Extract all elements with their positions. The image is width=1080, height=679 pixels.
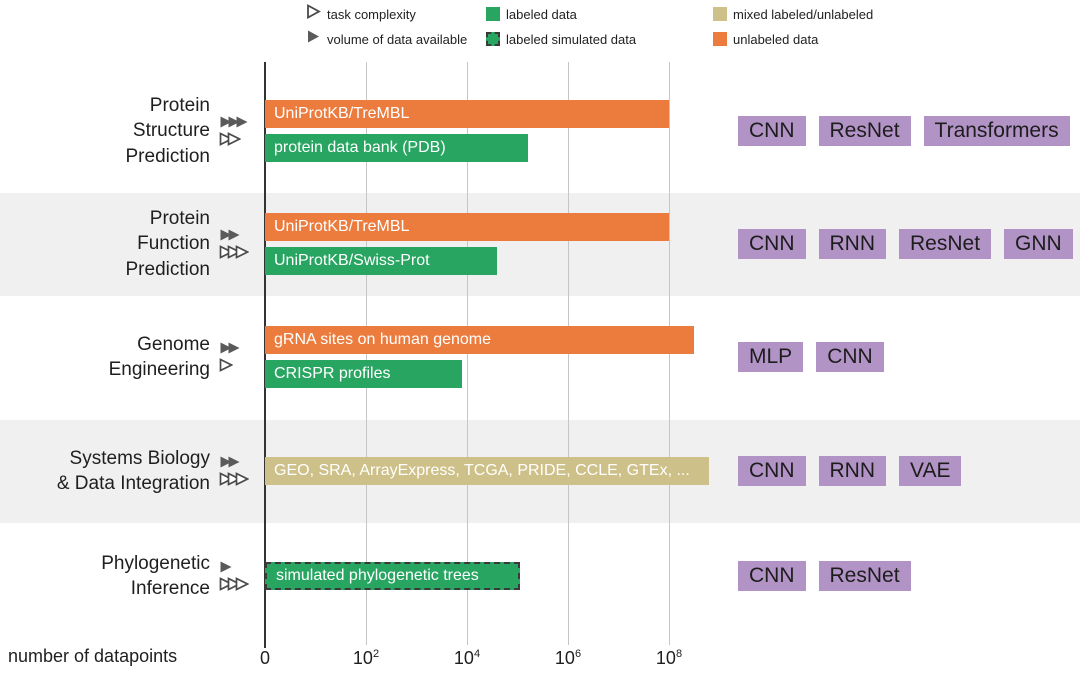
volume-of-data-arrows [219, 560, 271, 574]
task-label: Phylogenetic Inference [101, 552, 210, 599]
legend-label: task complexity [327, 6, 416, 22]
data-bar: UniProtKB/Swiss-Prot [265, 247, 497, 275]
model-badge: RNN [818, 229, 886, 259]
volume-of-data-arrows [219, 341, 271, 355]
square-unlabeled-icon [713, 32, 727, 46]
data-bar: gRNA sites on human genome [265, 326, 694, 354]
x-tick-label: 0 [259, 648, 270, 668]
model-badge: ResNet [818, 116, 911, 146]
task-complexity-arrows [219, 577, 271, 591]
legend-label: volume of data available [327, 31, 468, 47]
model-badge: CNN [738, 116, 806, 146]
model-badges: CNN RNN ResNet GNN [738, 229, 1073, 259]
task-complexity-arrows [219, 245, 271, 259]
x-tick-label: 102 [352, 648, 380, 668]
legend-item-volume-of-data: volume of data available [306, 30, 467, 48]
triangle-outline-icon [306, 3, 321, 24]
model-badge: RNN [818, 456, 886, 486]
bar-label: UniProtKB/TreMBL [274, 218, 410, 235]
bar-label: CRISPR profiles [274, 365, 391, 382]
task-label: Systems Biology & Data Integration [56, 447, 210, 494]
model-badges: CNN ResNet [738, 561, 911, 591]
model-badge: VAE [899, 456, 962, 486]
triangle-filled-icon [306, 29, 321, 49]
model-badge: CNN [738, 561, 806, 591]
x-tick-label: 104 [453, 648, 481, 668]
bar-label: simulated phylogenetic trees [276, 567, 479, 584]
bar-label: protein data bank (PDB) [274, 139, 446, 156]
model-badge: Transformers [923, 116, 1070, 146]
legend-label: mixed labeled/unlabeled [733, 6, 874, 22]
data-bar: UniProtKB/TreMBL [265, 213, 669, 241]
model-badge: CNN [738, 456, 806, 486]
x-tick-label: 106 [554, 648, 582, 668]
legend-item-unlabeled-data: unlabeled data [713, 30, 818, 48]
volume-of-data-arrows [219, 115, 271, 129]
task-complexity-arrows [219, 472, 271, 486]
model-badge: CNN [738, 229, 806, 259]
task-label: Protein Structure Prediction [125, 95, 211, 167]
bar-label: UniProtKB/Swiss-Prot [274, 252, 430, 269]
legend-item-task-complexity: task complexity [306, 3, 416, 24]
task-label: Protein Function Prediction [125, 208, 211, 280]
task-label: Genome Engineering [108, 333, 210, 380]
bar-label: GEO, SRA, ArrayExpress, TCGA, PRIDE, CCL… [274, 462, 690, 479]
bar-label: gRNA sites on human genome [274, 331, 492, 348]
legend-label: labeled data [506, 6, 577, 22]
legend-label: labeled simulated data [506, 31, 637, 47]
legend-item-labeled-data: labeled data [486, 5, 577, 23]
volume-of-data-arrows [219, 455, 271, 469]
data-bar: protein data bank (PDB) [265, 134, 528, 162]
data-bar: UniProtKB/TreMBL [265, 100, 669, 128]
model-badges: CNN RNN VAE [738, 456, 962, 486]
x-axis-caption: number of datapoints [8, 646, 178, 666]
model-badge: ResNet [899, 229, 992, 259]
task-complexity-arrows [219, 132, 271, 146]
model-badge: ResNet [818, 561, 911, 591]
model-badge: MLP [738, 342, 804, 372]
square-mixed-icon [713, 7, 727, 21]
model-badge: GNN [1004, 229, 1073, 259]
square-simulated-icon [486, 32, 500, 46]
model-badges: CNN ResNet Transformers [738, 116, 1070, 146]
legend-item-mixed-data: mixed labeled/unlabeled [713, 5, 873, 23]
square-labeled-icon [486, 7, 500, 21]
x-tick-label: 108 [655, 648, 683, 668]
data-bar: CRISPR profiles [265, 360, 462, 388]
y-axis-line [264, 62, 266, 648]
bar-label: UniProtKB/TreMBL [274, 105, 410, 122]
volume-of-data-arrows [219, 228, 271, 242]
legend-label: unlabeled data [733, 31, 819, 47]
data-bar: GEO, SRA, ArrayExpress, TCGA, PRIDE, CCL… [265, 457, 709, 485]
model-badge: CNN [816, 342, 884, 372]
model-badges: MLP CNN [738, 342, 884, 372]
data-bar: simulated phylogenetic trees [265, 562, 520, 590]
task-complexity-arrows [219, 358, 271, 372]
legend-item-labeled-simulated-data: labeled simulated data [486, 30, 636, 48]
